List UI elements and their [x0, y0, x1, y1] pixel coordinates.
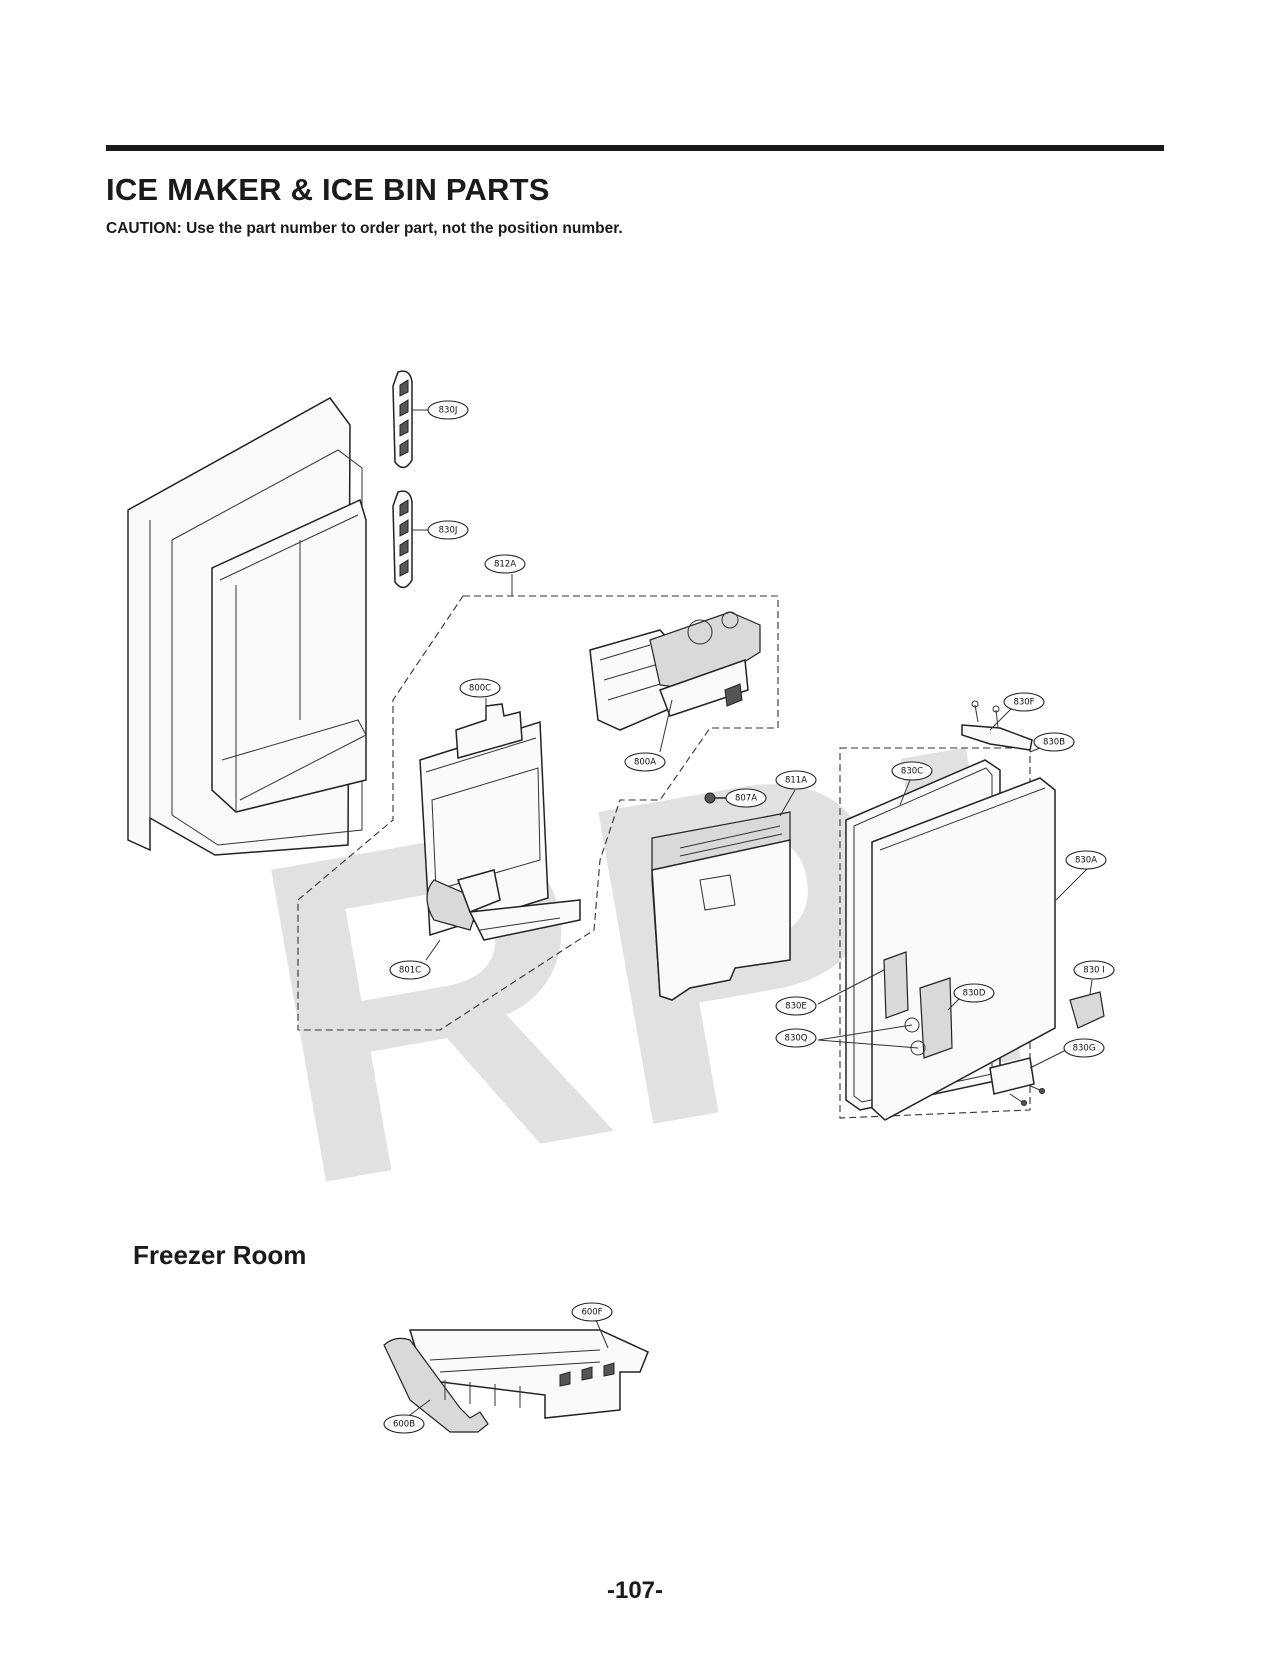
svg-text:600B: 600B — [393, 1420, 415, 1430]
bracket-830G — [989, 1057, 1045, 1106]
callout-801C: 801C — [389, 960, 431, 980]
svg-text:800A: 800A — [634, 758, 656, 768]
ice-maker-cover — [651, 811, 791, 1001]
callout-800A: 800A — [624, 752, 666, 772]
icebin-door-panel — [871, 777, 1056, 1121]
svg-text:830E: 830E — [785, 1002, 807, 1012]
svg-text:830A: 830A — [1075, 856, 1097, 866]
svg-text:830G: 830G — [1073, 1044, 1096, 1054]
section-heading-freezer-room: Freezer Room — [133, 1240, 307, 1270]
freezer-ice-maker — [383, 1329, 649, 1433]
svg-text:830F: 830F — [1013, 698, 1034, 708]
callout-807A: 807A — [725, 788, 767, 808]
svg-text:811A: 811A — [785, 776, 807, 786]
callout-830A: 830A — [1065, 850, 1107, 870]
callout-830J-top: 830J — [427, 400, 469, 420]
caution-note: CAUTION: Use the part number to order pa… — [106, 220, 623, 237]
page-title: ICE MAKER & ICE BIN PARTS — [106, 172, 550, 207]
door-lever-830E — [883, 951, 909, 1019]
door-lever-830D — [919, 977, 953, 1059]
leader-lines — [405, 409, 1093, 1419]
svg-text:812A: 812A — [494, 560, 516, 570]
assembly-boundary-812A — [297, 595, 779, 1031]
svg-text:830 I: 830 I — [1083, 966, 1104, 976]
callout-600F: 600F — [571, 1302, 613, 1322]
stopper-830I — [1069, 991, 1105, 1029]
callout-812A: 812A — [484, 554, 526, 574]
svg-text:830Q: 830Q — [785, 1034, 808, 1044]
hinge-plate-830F — [961, 700, 1033, 751]
svg-text:830J: 830J — [439, 406, 458, 416]
svg-text:830J: 830J — [439, 526, 458, 536]
callout-830F: 830F — [1003, 692, 1045, 712]
callout-811A: 811A — [775, 770, 817, 790]
svg-text:800C: 800C — [469, 684, 491, 694]
ice-maker — [589, 611, 761, 731]
page-number: -107- — [606, 1577, 664, 1604]
svg-text:830C: 830C — [901, 767, 923, 777]
header-rule — [106, 145, 1164, 151]
door-assembly-boundary — [839, 747, 1031, 1119]
svg-text:801C: 801C — [399, 966, 421, 976]
callout-830I: 830 I — [1073, 960, 1115, 980]
door-grip-bottom — [392, 490, 413, 589]
icemaker-bracket-housing — [419, 703, 581, 941]
callout-830E: 830E — [775, 996, 817, 1016]
callout-830J-bottom: 830J — [427, 520, 469, 540]
svg-text:830B: 830B — [1043, 738, 1065, 748]
callout-830B: 830B — [1033, 732, 1075, 752]
spring-830Q — [904, 1017, 926, 1056]
callout-830C: 830C — [891, 761, 933, 781]
door-liner — [127, 397, 367, 856]
svg-text:807A: 807A — [735, 794, 757, 804]
callout-830D: 830D — [953, 983, 995, 1003]
callout-600B: 600B — [383, 1414, 425, 1434]
svg-text:600F: 600F — [581, 1308, 602, 1318]
svg-text:830D: 830D — [963, 989, 986, 999]
callout-830G: 830G — [1063, 1038, 1105, 1058]
callout-800C: 800C — [459, 678, 501, 698]
door-grip-top — [392, 370, 413, 469]
callout-830Q: 830Q — [775, 1028, 817, 1048]
